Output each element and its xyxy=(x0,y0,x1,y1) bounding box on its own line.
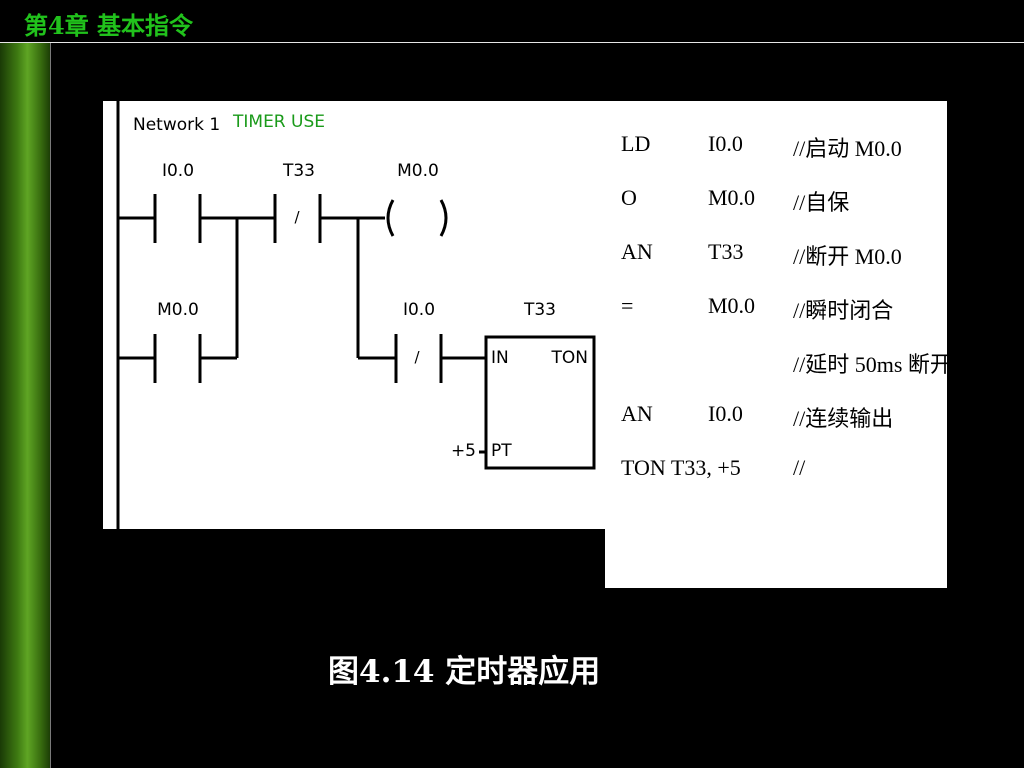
slide-header: 第4章 基本指令 xyxy=(0,0,1024,42)
coil-m0-label: M0.0 xyxy=(397,161,439,181)
contact-m0-label: M0.0 xyxy=(157,300,199,320)
code-row: TON T33, +5 // xyxy=(605,455,947,485)
network-label: Network 1 xyxy=(133,115,220,135)
contact-i0-label: I0.0 xyxy=(162,161,194,181)
contact-i0-nc-label: I0.0 xyxy=(403,300,435,320)
negate-symbol-t33: / xyxy=(294,208,300,226)
rung-2-wires xyxy=(118,334,237,383)
figure-caption: 图4.14 定时器应用 xyxy=(328,654,601,690)
code-op: TON T33, +5 xyxy=(621,455,741,480)
code-row: //延时 50ms 断开 xyxy=(605,347,952,377)
ladder-diagram: Network 1 TIMER USE I0.0 T33 M0.0 / M0.0 xyxy=(103,101,605,529)
code-row: LD I0.0 //启动 M0.0 xyxy=(605,131,947,161)
code-operand: T33 xyxy=(708,239,744,264)
rung-1-wires xyxy=(118,194,448,358)
timer-in-label: IN xyxy=(491,348,509,368)
code-comment: //瞬时闭合 xyxy=(793,298,894,323)
timer-name-label: T33 xyxy=(523,300,556,320)
timer-type-label: TON xyxy=(551,348,588,368)
code-comment: //自保 xyxy=(793,190,850,215)
code-row: AN T33 //断开 M0.0 xyxy=(605,239,947,269)
header-divider xyxy=(0,42,1024,43)
code-operand: M0.0 xyxy=(708,185,756,210)
contact-t33-label: T33 xyxy=(282,161,315,181)
statement-list-panel: LD I0.0 //启动 M0.0 O M0.0 //自保 AN T33 //断… xyxy=(605,101,952,588)
code-comment: //连续输出 xyxy=(793,406,894,431)
code-row: O M0.0 //自保 xyxy=(605,185,947,215)
code-op: O xyxy=(621,185,637,210)
network-comment: TIMER USE xyxy=(232,112,325,132)
code-comment: //断开 M0.0 xyxy=(793,244,902,269)
chapter-title: 第4章 基本指令 xyxy=(24,11,194,40)
ladder-svg: Network 1 TIMER USE I0.0 T33 M0.0 / M0.0 xyxy=(116,101,596,529)
rung-3-wires xyxy=(358,334,596,470)
code-operand: I0.0 xyxy=(708,131,743,156)
preset-value-label: +5 xyxy=(451,441,476,461)
side-bar-edge xyxy=(50,43,51,768)
code-comment: // xyxy=(793,455,806,480)
code-operand: I0.0 xyxy=(708,401,743,426)
code-comment: //延时 50ms 断开 xyxy=(793,352,952,377)
code-comment: //启动 M0.0 xyxy=(793,136,902,161)
code-op: = xyxy=(621,293,634,318)
code-op: AN xyxy=(621,401,653,426)
code-op: AN xyxy=(621,239,653,264)
code-op: LD xyxy=(621,131,651,156)
side-decoration-bar xyxy=(0,43,50,768)
code-operand: M0.0 xyxy=(708,293,756,318)
code-row: AN I0.0 //连续输出 xyxy=(605,401,947,431)
code-row: = M0.0 //瞬时闭合 xyxy=(605,293,947,323)
negate-symbol-i0: / xyxy=(414,348,420,366)
timer-pt-label: PT xyxy=(491,441,512,461)
